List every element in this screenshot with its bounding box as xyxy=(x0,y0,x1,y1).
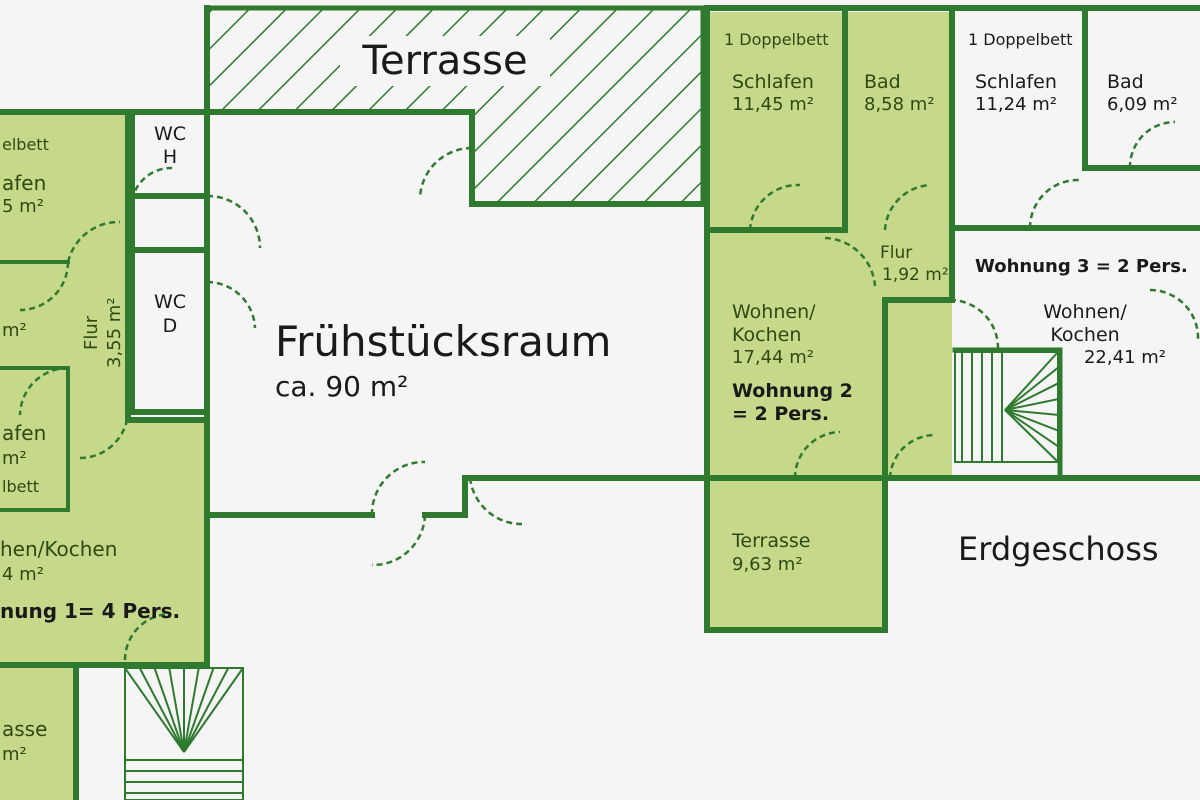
apt1-living-name: hen/Kochen xyxy=(0,537,117,561)
wall-apt3 xyxy=(882,5,1200,481)
apt3-bath-area: 6,09 m² xyxy=(1107,94,1178,115)
apt1-sleep-bottom-area: m² xyxy=(2,448,27,469)
apt2-living-area: 17,44 m² xyxy=(732,347,814,368)
stair-step xyxy=(1004,409,1059,448)
apt2-sleep-name: Schlafen xyxy=(732,71,814,93)
staircase-1 xyxy=(124,667,244,800)
stair-step xyxy=(124,667,185,753)
apt3-living-name1: Wohnen/ xyxy=(1043,301,1127,323)
apt1-bed-bottom: lbett xyxy=(2,477,39,496)
door-breakfast-bottom xyxy=(370,460,523,567)
apt3-title: Wohnung 3 = 2 Pers. xyxy=(975,256,1188,277)
apt1-sleep-bottom-name: afen xyxy=(2,421,46,445)
terrace-top-label: Terrasse xyxy=(361,38,527,84)
terrace-top xyxy=(204,5,706,207)
apt2-hall-area: 1,92 m² xyxy=(882,265,949,285)
stair-step xyxy=(153,667,185,753)
terrace-label-bg xyxy=(340,36,550,86)
stair-step xyxy=(1004,382,1059,411)
apt1-terrace-area: m² xyxy=(2,744,27,765)
staircase-3-outline xyxy=(954,351,1059,463)
apt2-terrace-name: Terrasse xyxy=(731,530,811,552)
breakfast-room-name: Frühstücksraum xyxy=(275,317,611,366)
apt1-bed-top: elbett xyxy=(2,135,49,154)
room-fills xyxy=(0,12,952,800)
apt1-hall-area: 3,55 m² xyxy=(104,297,125,368)
walls xyxy=(0,5,1200,800)
wall-wc xyxy=(125,109,210,415)
stair-step xyxy=(1004,409,1059,416)
door-apt2 xyxy=(748,183,1000,479)
stair-step xyxy=(1004,351,1059,411)
door-breakfast-top xyxy=(418,146,473,199)
apt3-living-name2: Kochen xyxy=(1050,324,1119,346)
wall-apt2 xyxy=(704,5,1200,633)
wall-stair3 xyxy=(952,347,1063,481)
apt2-terrace-area: 9,63 m² xyxy=(732,554,803,575)
apt1-sleep-top-area: 5 m² xyxy=(2,196,44,217)
apt2-sleep-area: 11,45 m² xyxy=(732,94,814,115)
wall-breakfast-outline xyxy=(204,109,710,207)
apt2-hall-name: Flur xyxy=(880,243,912,263)
apt3-sleep-area: 11,24 m² xyxy=(975,94,1057,115)
apt2-bath-area: 8,58 m² xyxy=(864,94,935,115)
door-apt1 xyxy=(18,220,171,661)
floor-name: Erdgeschoss xyxy=(958,530,1159,568)
apt1-fill-living xyxy=(0,420,205,665)
apt2-bed: 1 Doppelbett xyxy=(724,30,829,49)
wc-h-line1: WC xyxy=(154,123,186,145)
wall-apt1 xyxy=(0,109,210,800)
breakfast-room-area: ca. 90 m² xyxy=(275,370,408,403)
door-apt3 xyxy=(1028,120,1200,341)
wc-d-line1: WC xyxy=(154,291,186,313)
staircase-3-steps xyxy=(961,351,1059,463)
apt3-living-area: 22,41 m² xyxy=(1084,347,1166,368)
stair-step xyxy=(1004,398,1059,411)
apt2-fill xyxy=(707,12,952,477)
stair-step xyxy=(183,667,230,753)
door-wc-d xyxy=(206,280,257,329)
apt1-title: nung 1= 4 Pers. xyxy=(0,599,180,623)
stair-step xyxy=(183,667,244,753)
stair-step xyxy=(1004,366,1059,411)
wall-breakfast-bottom xyxy=(204,475,710,518)
stair-step xyxy=(183,667,200,753)
door-wc-h xyxy=(130,166,262,249)
stair-step xyxy=(1004,409,1059,432)
apt2-living-name1: Wohnen/ xyxy=(732,301,816,323)
staircase-3 xyxy=(954,351,1059,463)
apt1-fill-terrace xyxy=(0,665,76,800)
wc-h-line2: H xyxy=(163,146,177,168)
stair-step xyxy=(1004,409,1059,463)
apt1-room-mid-area: m² xyxy=(2,320,27,341)
stair-step xyxy=(138,667,185,753)
apt2-title-line1: Wohnung 2 xyxy=(732,380,853,402)
wc-d-line2: D xyxy=(163,315,178,337)
apt2-living-name2: Kochen xyxy=(732,324,801,346)
apt1-sleep-top-name: afen xyxy=(2,171,46,195)
apt3-sleep-name: Schlafen xyxy=(975,71,1057,93)
apt2-bath-name: Bad xyxy=(864,71,901,93)
apt3-bath-name: Bad xyxy=(1107,71,1144,93)
apt1-living-area: 4 m² xyxy=(2,564,44,585)
apt2-terrace-fill xyxy=(707,477,885,630)
staircase-1-steps xyxy=(124,667,244,794)
stair-step xyxy=(168,667,185,753)
apt2-title-line2: = 2 Pers. xyxy=(732,403,829,425)
apt1-terrace-name: asse xyxy=(2,717,47,741)
doors xyxy=(18,120,1200,661)
apt3-bed: 1 Doppelbett xyxy=(968,30,1073,49)
apt1-hall-name: Flur xyxy=(81,315,102,350)
stair-step xyxy=(183,667,215,753)
